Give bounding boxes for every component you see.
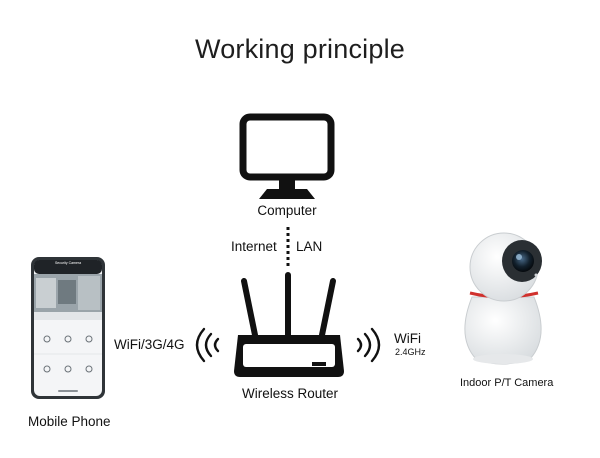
router-icon (230, 273, 348, 383)
camera-icon (446, 227, 558, 367)
camera-label: Indoor P/T Camera (460, 377, 553, 389)
internet-label: Internet (231, 239, 277, 254)
computer-label: Computer (237, 203, 337, 218)
lan-label: LAN (296, 239, 322, 254)
router-label: Wireless Router (228, 386, 352, 401)
phone-label: Mobile Phone (28, 414, 111, 429)
mobile-phone-icon (30, 256, 106, 400)
computer-icon (239, 113, 335, 201)
camera-band-label: 2.4GHz (395, 347, 426, 357)
dotted-connector (285, 225, 291, 270)
page-title: Working principle (0, 34, 600, 65)
signal-waves-left-icon (196, 327, 222, 363)
phone-screen-header: Security Camera (38, 261, 98, 265)
phone-link-label: WiFi/3G/4G (114, 337, 185, 352)
camera-link-label: WiFi (394, 331, 421, 346)
signal-waves-right-icon (354, 327, 380, 363)
